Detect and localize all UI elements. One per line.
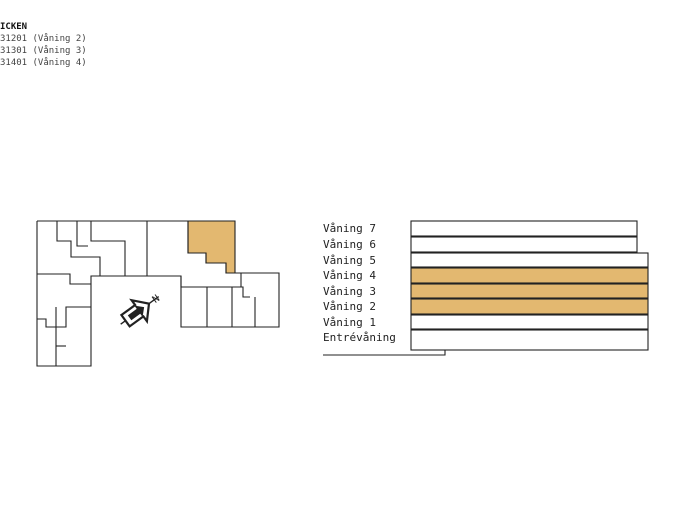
floor-label[interactable]: Våning 1 — [323, 316, 376, 329]
floor-label[interactable]: Våning 7 — [323, 222, 376, 235]
building-outline — [36, 220, 280, 367]
floor-bar-highlighted[interactable] — [410, 267, 649, 284]
interior-walls — [37, 221, 256, 366]
floor-bars — [410, 220, 649, 351]
floor-bar[interactable] — [410, 236, 638, 253]
unit-item[interactable]: 31301 (Våning 3) — [0, 46, 87, 56]
compass-north-label: N — [151, 293, 162, 305]
floor-bar[interactable] — [410, 314, 649, 330]
floor-label[interactable]: Våning 6 — [323, 238, 376, 251]
floor-labels: Våning 7 Våning 6 Våning 5 Våning 4 Våning 3… — [323, 222, 396, 344]
unit-item[interactable]: 31201 (Våning 2) — [0, 34, 87, 44]
unit-list-title: ICKEN — [0, 22, 28, 32]
floor-bar[interactable] — [410, 252, 649, 268]
highlighted-apartment[interactable] — [187, 220, 236, 274]
unit-item[interactable]: 31401 (Våning 4) — [0, 58, 87, 68]
floor-stack: Våning 7 Våning 6 Våning 5 Våning 4 Våning 3… — [323, 220, 649, 356]
floor-bar-highlighted[interactable] — [410, 298, 649, 315]
compass-icon — [119, 296, 160, 328]
floor-label[interactable]: Våning 4 — [323, 269, 376, 282]
floor-bar-highlighted[interactable] — [410, 283, 649, 299]
ground-line — [323, 349, 648, 356]
floor-plan — [36, 220, 280, 367]
floor-bar[interactable] — [410, 329, 649, 351]
floor-bar[interactable] — [410, 220, 638, 237]
unit-list: ICKEN 31201 (Våning 2) 31301 (Våning 3) … — [0, 21, 87, 69]
floor-label[interactable]: Våning 5 — [323, 254, 376, 267]
floor-label[interactable]: Våning 2 — [323, 300, 376, 313]
floor-label[interactable]: Våning 3 — [323, 285, 376, 298]
floor-label[interactable]: Entrévåning — [323, 331, 396, 344]
